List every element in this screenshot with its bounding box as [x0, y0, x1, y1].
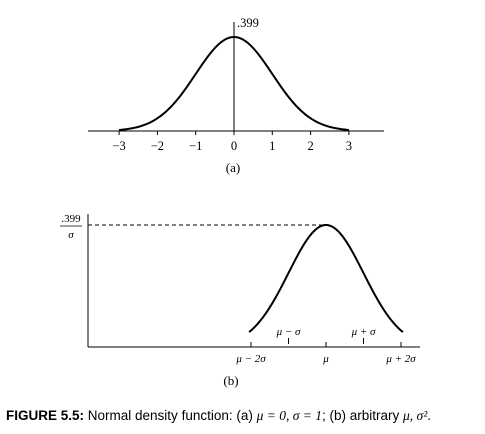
panel-b-y-label-numerator: .399 [61, 213, 81, 225]
caption-math-b: μ, σ² [403, 408, 428, 423]
panel-b-label: (b) [223, 373, 238, 388]
panel-a-ticks: −3 −2 −1 0 1 2 3 [112, 131, 352, 153]
panel-b-tick-label-upper: μ − σ [276, 326, 301, 338]
panel-b-density-curve [248, 223, 404, 333]
panel-b-y-label: .399 σ [60, 213, 82, 241]
figure-caption: FIGURE 5.5: Normal density function: (a)… [6, 408, 482, 424]
panel-a-tick-label: −1 [189, 139, 202, 153]
caption-text-end: . [427, 408, 432, 423]
panel-a-label: (a) [226, 160, 240, 175]
caption-figure-number: FIGURE 5.5: [6, 408, 85, 423]
caption-text-b: ; (b) arbitrary [322, 408, 404, 423]
panel-a-tick-label: −3 [112, 139, 125, 153]
panel-b: .399 σ μ − 2σ μ μ + 2σ μ − σ μ + σ (b) [60, 213, 420, 388]
panel-b-ticks: μ − 2σ μ μ + 2σ μ − σ μ + σ [235, 326, 416, 365]
panel-b-tick-label-lower: μ − 2σ [235, 353, 266, 365]
panel-a-tick-label: 1 [269, 139, 275, 153]
panel-a: −3 −2 −1 0 1 2 3 .399 (a) [88, 16, 384, 175]
panel-a-tick-label: −2 [151, 139, 164, 153]
panel-a-density-curve [119, 36, 349, 131]
panel-a-peak-label: .399 [237, 16, 259, 30]
caption-math-a: μ = 0, σ = 1 [256, 408, 323, 423]
panel-b-tick-label-upper: μ + σ [351, 326, 376, 338]
panel-a-tick-label: 0 [231, 139, 237, 153]
panel-a-tick-label: 2 [307, 139, 313, 153]
panel-b-y-label-denominator: σ [68, 229, 74, 241]
panel-b-tick-label-lower: μ + 2σ [385, 353, 416, 365]
panel-a-tick-label: 3 [346, 139, 352, 153]
panel-b-tick-label-lower: μ [322, 353, 329, 365]
caption-text-a: Normal density function: (a) [87, 408, 257, 423]
